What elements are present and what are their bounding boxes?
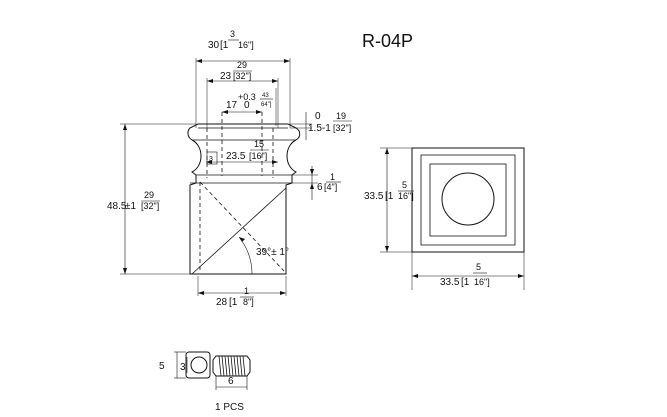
top-height-zero: 0 (315, 111, 321, 122)
side-height-metric: 33.5 (364, 191, 384, 202)
neck-width-num: 15 (254, 139, 264, 149)
side-view: 5 33.5 [1 16"] 5 33.5 [1 16"] (364, 147, 525, 290)
part-outline (187, 123, 301, 275)
neck-width-fraction: [16"] (249, 151, 267, 161)
side-width-den: 16"] (474, 277, 490, 287)
overall-width-den: 16"] (238, 40, 254, 50)
front-view: 3 30 [1 16"] 29 23 [32"] +0.3 43 64"] 17… (107, 29, 352, 308)
bore-circle (441, 172, 495, 226)
screw-length-dim: 6 (228, 376, 234, 387)
overall-width-metric: 30 (208, 40, 220, 51)
overall-height-num: 29 (144, 190, 154, 200)
middle-square (420, 154, 516, 246)
pin-dim: 17 (226, 100, 238, 111)
overall-height-metric: 48.5 (107, 201, 127, 212)
inner-width-fraction: [32"] (233, 71, 251, 81)
neck-small-dim: 3 (209, 156, 213, 163)
tolerance-value: +0.3 (238, 92, 256, 102)
collar-height-num: 1 (330, 172, 335, 182)
base-width-num: 1 (244, 286, 249, 296)
tolerance-den: 64"] (261, 102, 272, 108)
side-height-num: 5 (402, 180, 407, 190)
part-number-title: R-04P (362, 31, 413, 51)
screw-end-circle (190, 356, 208, 374)
overall-height-fraction: [32"] (141, 201, 159, 211)
top-height-fraction: [32"] (333, 123, 351, 133)
top-height-metric: 1.5-1 (308, 123, 331, 134)
collar-height-fraction: [4"] (324, 182, 337, 192)
screw-head-dim: 5 (159, 361, 165, 372)
inner-square (429, 163, 507, 237)
base-width-metric: 28 (216, 297, 228, 308)
overall-width-fraction: [1 (220, 40, 229, 51)
side-height-fraction: [1 (385, 191, 394, 202)
bevel-angle: 39°± 1° (256, 247, 289, 258)
bevel-hidden-line (199, 181, 285, 272)
base-width-fraction: [1 (229, 297, 238, 308)
overall-width-num: 3 (230, 29, 235, 39)
collar-height-metric: 6 (317, 182, 323, 193)
side-width-num: 5 (476, 262, 481, 272)
inner-width-num: 29 (237, 60, 247, 70)
overall-height-pm: ±1 (125, 201, 136, 212)
outer-square (411, 147, 525, 253)
screw-quantity-caption: 1 PCS (215, 402, 244, 413)
set-screw: 5 3 6 1 PCS (159, 351, 251, 413)
side-width-metric: 33.5 (440, 277, 460, 288)
inner-width-metric: 23 (220, 71, 232, 82)
neck-width-metric: 23.5 (226, 151, 246, 162)
tolerance-zero: 0 (244, 100, 250, 111)
side-height-den: 16"] (398, 191, 414, 201)
top-height-num: 19 (336, 111, 346, 121)
side-width-fraction: [1 (461, 277, 470, 288)
base-width-den: 8"] (243, 297, 254, 307)
tolerance-num: 43 (262, 93, 269, 99)
screw-inner-dim: 3 (180, 362, 186, 373)
